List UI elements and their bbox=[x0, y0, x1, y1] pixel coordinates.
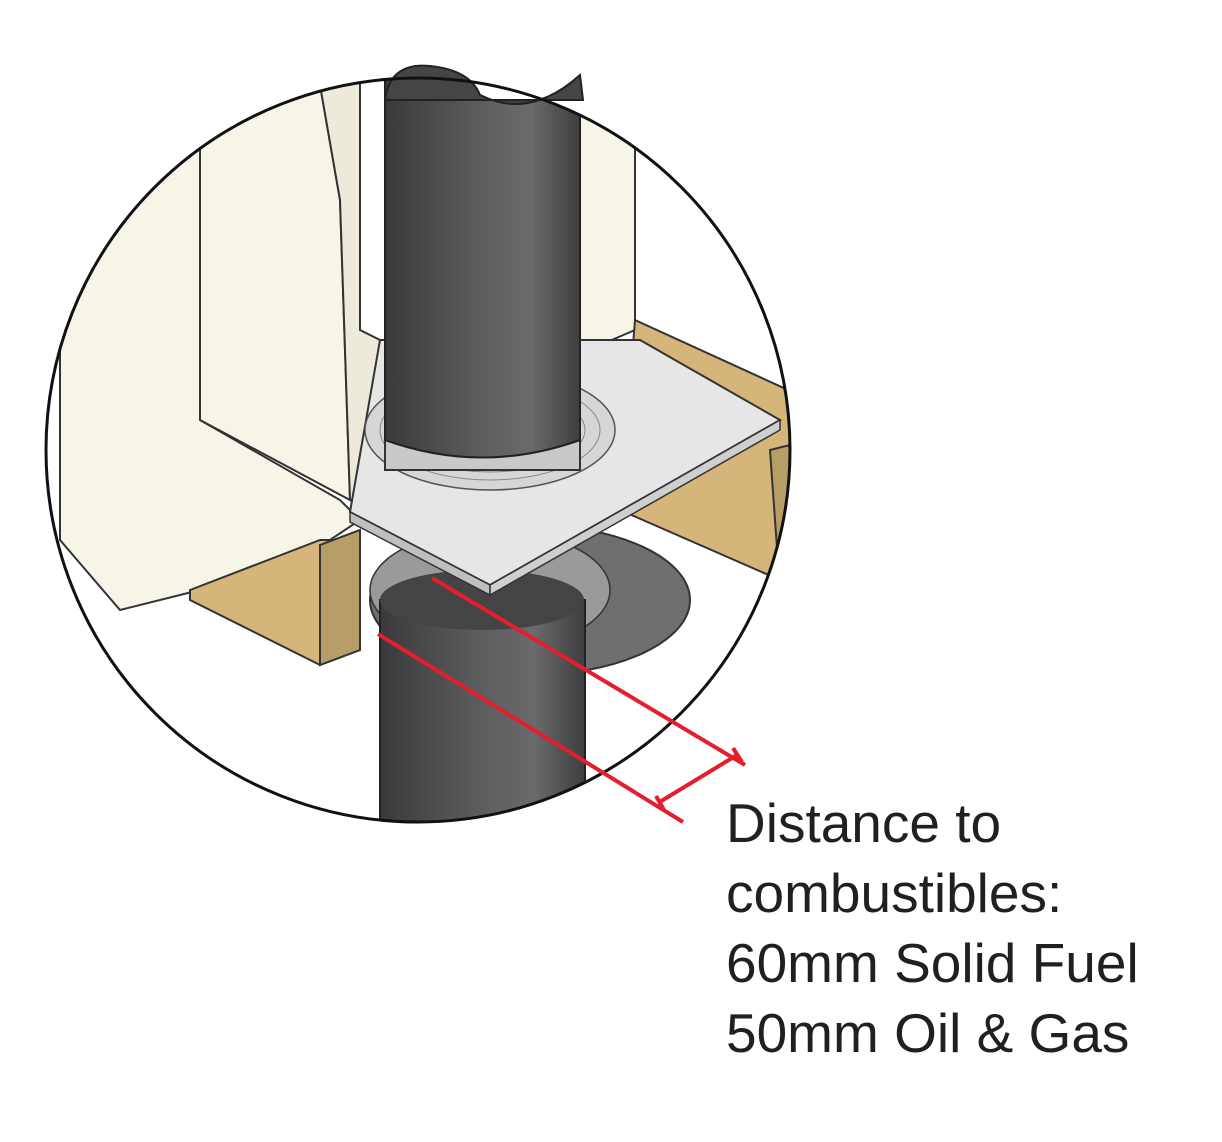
distance-dimension bbox=[376, 576, 747, 824]
annotation-line-2: combustibles: bbox=[726, 862, 1063, 924]
annotation-line-1: Distance to bbox=[726, 792, 1002, 854]
lower-flue-pipe bbox=[379, 599, 586, 822]
upper-flue-pipe bbox=[384, 78, 581, 459]
distance-annotation: Distance to combustibles: 60mm Solid Fue… bbox=[726, 788, 1139, 1068]
annotation-line-3: 60mm Solid Fuel bbox=[726, 932, 1139, 994]
detail-circle bbox=[44, 76, 792, 824]
annotation-line-4: 50mm Oil & Gas bbox=[726, 1002, 1130, 1064]
